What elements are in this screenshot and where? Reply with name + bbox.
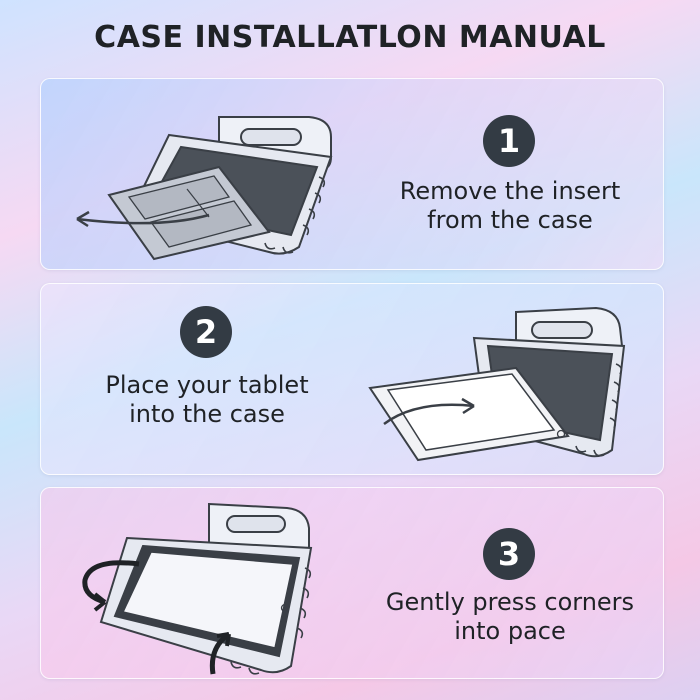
press-corners-illustration (82, 502, 313, 675)
step-text-3: Gently press corners into pace (365, 588, 655, 646)
step-number-badge-1: 1 (483, 115, 535, 167)
step-text-2: Place your tablet into the case (62, 371, 352, 429)
step-2-line-2: into the case (129, 400, 285, 428)
step-card-1: 1 Remove the insert from the case (40, 78, 664, 270)
step-number-badge-2: 2 (180, 306, 232, 358)
step-1-line-1: Remove the insert (399, 177, 621, 205)
place-tablet-illustration (368, 306, 626, 462)
step-text-1: Remove the insert from the case (365, 177, 655, 235)
step-3-line-2: into pace (454, 617, 566, 645)
manual-title: CASE INSTALLATLON MANUAL (94, 20, 606, 55)
remove-insert-illustration (76, 116, 333, 261)
step-3-line-1: Gently press corners (385, 588, 635, 616)
step-1-line-2: from the case (427, 206, 593, 234)
step-card-3: 3 Gently press corners into pace (40, 487, 664, 679)
step-card-2: 2 Place your tablet into the case (40, 283, 664, 475)
step-number-badge-3: 3 (483, 528, 535, 580)
step-2-line-1: Place your tablet (105, 371, 309, 399)
